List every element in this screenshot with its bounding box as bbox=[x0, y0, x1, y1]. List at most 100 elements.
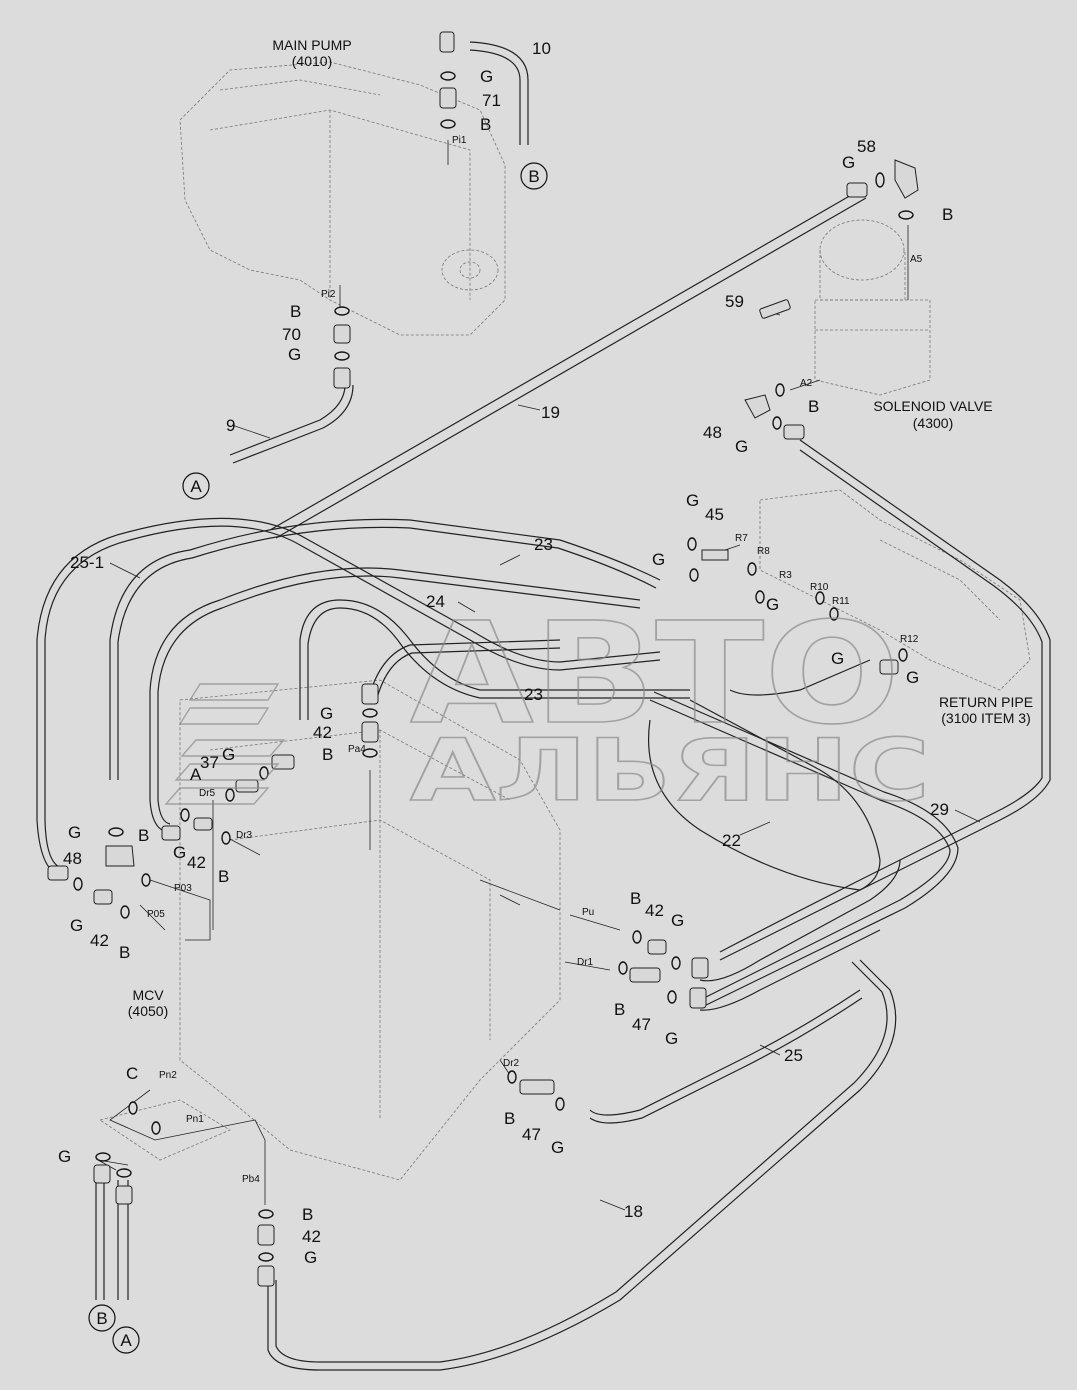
fittings bbox=[47, 31, 919, 1287]
seal-labels: G B G B B G B G G G G G G G B G A G B G … bbox=[58, 67, 953, 1267]
solenoid-valve-outline bbox=[814, 219, 931, 396]
watermark: АВТО АЛЬЯНС bbox=[164, 592, 931, 822]
port-label: A2 bbox=[800, 378, 813, 389]
port-label: Dr1 bbox=[577, 957, 594, 968]
part-number: 24 bbox=[426, 592, 445, 611]
main-pump-outline bbox=[179, 61, 506, 336]
part-number: 19 bbox=[541, 403, 560, 422]
part-number: 71 bbox=[482, 91, 501, 110]
part-number: 42 bbox=[645, 901, 664, 920]
part-number: 18 bbox=[624, 1202, 643, 1221]
seal-g: G bbox=[58, 1147, 71, 1166]
part-number: 42 bbox=[313, 723, 332, 742]
main-pump-code: (4010) bbox=[292, 53, 332, 69]
part-number: 10 bbox=[532, 39, 551, 58]
part-number: 29 bbox=[930, 800, 949, 819]
seal-g: G bbox=[906, 668, 919, 687]
port-label: R3 bbox=[779, 570, 792, 581]
port-label: Pb4 bbox=[242, 1174, 260, 1185]
part-number: 25-1 bbox=[70, 553, 104, 572]
port-label: R7 bbox=[735, 533, 748, 544]
part-numbers: 10 71 58 70 9 19 59 48 45 23 24 25-1 23 … bbox=[63, 39, 949, 1246]
seal-g: G bbox=[304, 1248, 317, 1267]
seal-a: A bbox=[190, 765, 202, 784]
mcv-code: (4050) bbox=[128, 1003, 168, 1019]
port-label: Pa4 bbox=[348, 744, 366, 755]
seal-b: B bbox=[322, 745, 333, 764]
seal-c: C bbox=[126, 1064, 138, 1083]
port-label: R10 bbox=[810, 582, 829, 593]
seal-b: B bbox=[808, 397, 819, 416]
port-label: R8 bbox=[757, 546, 770, 557]
solenoid-valve-label: SOLENOID VALVE bbox=[873, 398, 992, 414]
seal-b: B bbox=[504, 1109, 515, 1128]
seal-b: B bbox=[480, 115, 491, 134]
part-number: 42 bbox=[90, 931, 109, 950]
seal-b: B bbox=[630, 889, 641, 908]
part-number: 9 bbox=[226, 416, 235, 435]
seal-g: G bbox=[766, 595, 779, 614]
seal-g: G bbox=[831, 649, 844, 668]
connector-letters: B A B A bbox=[96, 167, 539, 1350]
seal-g: G bbox=[70, 916, 83, 935]
seal-g: G bbox=[320, 704, 333, 723]
return-pipe-code: (3100 ITEM 3) bbox=[941, 710, 1030, 726]
seal-b: B bbox=[290, 302, 301, 321]
part-number: 45 bbox=[705, 505, 724, 524]
seal-b: B bbox=[119, 943, 130, 962]
port-labels: Pi1 Pi2 A5 A2 R7 R8 R3 R10 R11 R12 Pa4 D… bbox=[147, 135, 923, 1185]
port-label: R12 bbox=[900, 634, 919, 645]
seal-g: G bbox=[686, 491, 699, 510]
port-label: P05 bbox=[147, 909, 165, 920]
port-label: Pn1 bbox=[186, 1114, 204, 1125]
seal-g: G bbox=[173, 843, 186, 862]
mcv-label: MCV bbox=[132, 987, 164, 1003]
return-pipe-label: RETURN PIPE bbox=[939, 694, 1033, 710]
port-label: Pu bbox=[582, 907, 594, 918]
part-number: 22 bbox=[722, 831, 741, 850]
seal-g: G bbox=[842, 153, 855, 172]
seal-b: B bbox=[614, 1000, 625, 1019]
mcv-outline bbox=[99, 679, 561, 1181]
part-number: 70 bbox=[282, 325, 301, 344]
watermark-line1: АВТО bbox=[410, 593, 900, 756]
connector-a: A bbox=[120, 1331, 132, 1350]
seal-b: B bbox=[302, 1205, 313, 1224]
connector-circles bbox=[88, 162, 548, 1354]
seal-g: G bbox=[671, 911, 684, 930]
seal-g: G bbox=[551, 1138, 564, 1157]
part-number: 37 bbox=[200, 753, 219, 772]
part-number: 58 bbox=[857, 137, 876, 156]
hoses bbox=[36, 41, 1051, 1371]
part-number: 48 bbox=[703, 423, 722, 442]
solenoid-valve-code: (4300) bbox=[913, 415, 953, 431]
seal-b: B bbox=[942, 205, 953, 224]
part-number: 42 bbox=[187, 853, 206, 872]
watermark-logo bbox=[164, 683, 286, 805]
port-label: A5 bbox=[910, 254, 923, 265]
port-label: R11 bbox=[832, 596, 850, 607]
seal-b: B bbox=[218, 867, 229, 886]
port-label: Pn2 bbox=[159, 1070, 177, 1081]
port-label: Dr5 bbox=[199, 788, 216, 799]
part-number: 47 bbox=[632, 1015, 651, 1034]
return-pipe-outline bbox=[759, 489, 1031, 691]
port-label: Dr2 bbox=[503, 1058, 520, 1069]
part-number: 25 bbox=[784, 1046, 803, 1065]
o-rings bbox=[73, 71, 914, 1262]
watermark-line2: АЛЬЯНС bbox=[410, 721, 930, 821]
part-number: 23 bbox=[534, 535, 553, 554]
seal-g: G bbox=[480, 67, 493, 86]
connector-b: B bbox=[96, 1309, 107, 1328]
port-label: P03 bbox=[174, 883, 192, 894]
part-number: 23 bbox=[524, 685, 543, 704]
connector-a: A bbox=[190, 477, 202, 496]
seal-g: G bbox=[68, 823, 81, 842]
port-label: Pi1 bbox=[452, 135, 467, 146]
seal-g: G bbox=[222, 745, 235, 764]
seal-b: B bbox=[138, 826, 149, 845]
seal-g: G bbox=[288, 345, 301, 364]
part-number: 48 bbox=[63, 849, 82, 868]
